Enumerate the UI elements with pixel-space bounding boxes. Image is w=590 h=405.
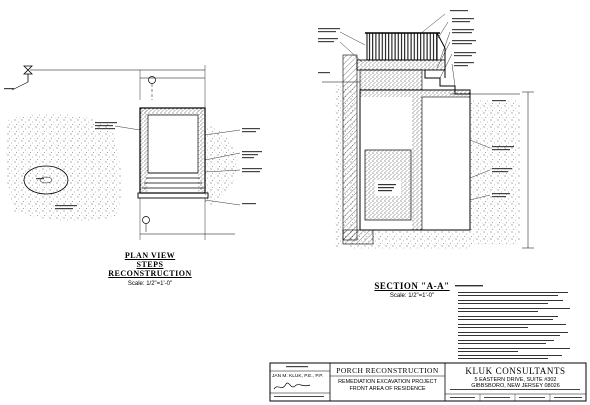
tree-symbol: [23, 165, 69, 195]
firm-address: 5 EASTERN DRIVE, SUITE #302: [474, 377, 557, 383]
steps-inner: [147, 114, 199, 174]
title-block-frame: [269, 362, 587, 402]
section-marker-bottom: [142, 216, 150, 224]
section-soil-right: [470, 100, 520, 245]
plan-view-subtitle: STEPS: [136, 260, 164, 269]
engineer-signature: [273, 382, 311, 390]
project-subtitle-2: FRONT AREA OF RESIDENCE: [349, 386, 426, 392]
plan-soil-area: [5, 113, 122, 222]
porch-slab: [356, 59, 446, 71]
steps-outer: [139, 107, 206, 194]
section-marker-top: [148, 76, 156, 84]
engineer-name: JAN M. KLUK, P.E., P.P.: [272, 374, 324, 379]
firm-name: KLUK CONSULTANTS: [465, 366, 566, 376]
plan-view-drawing: [4, 65, 262, 240]
plan-view-scale: Scale: 1/2"=1'-0": [127, 281, 173, 287]
firm-city: GIBBSBORO, NEW JERSEY 08026: [471, 383, 560, 389]
section-scale: Scale: 1/2"=1'-0": [389, 293, 435, 299]
project-subtitle-1: REMEDIATION EXCAVATION PROJECT: [338, 379, 437, 385]
project-title: PORCH RECONSTRUCTION: [336, 366, 439, 375]
railing: [366, 32, 438, 61]
plan-soil-right: [205, 125, 238, 205]
valve-symbol: [23, 65, 33, 75]
section-aa-drawing: [318, 10, 534, 250]
section-title: SECTION "A-A": [374, 281, 450, 291]
plan-view-title: PLAN VIEW: [124, 251, 176, 260]
general-notes: [455, 285, 570, 359]
plan-view-subtitle-2: RECONSTRUCTION: [108, 269, 192, 278]
